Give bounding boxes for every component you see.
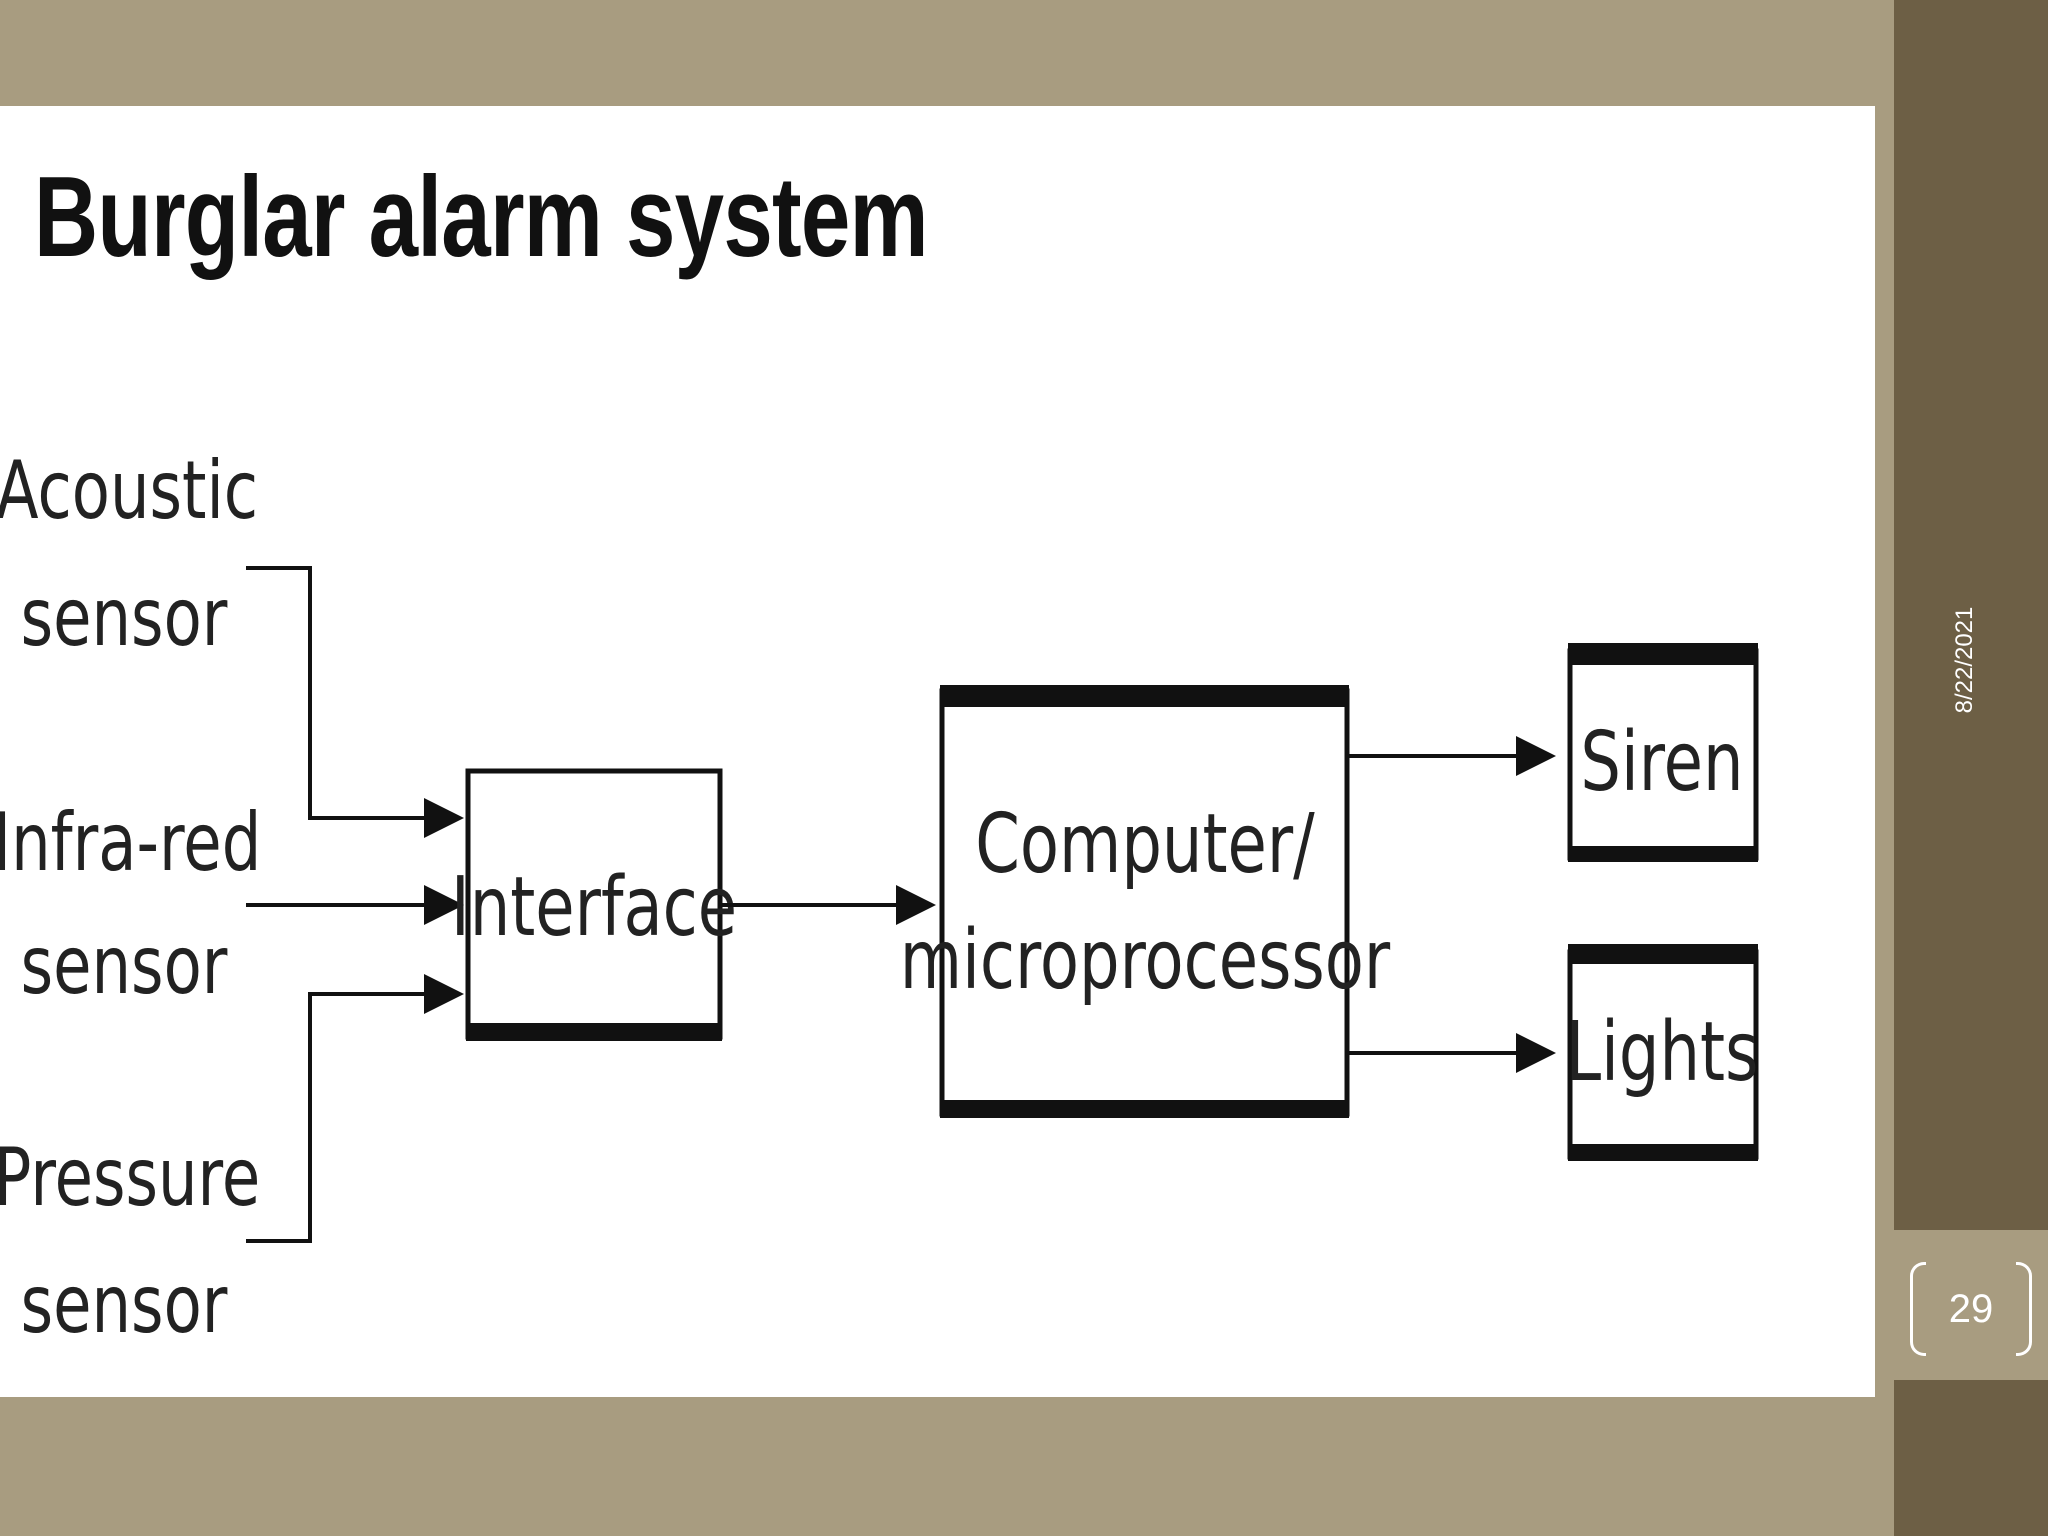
page-number: 29 (1948, 1286, 1994, 1331)
interface-label: Interface (451, 860, 737, 955)
computer-box: Computer/ microprocessor (900, 685, 1391, 1118)
page-number-bracket-right (2016, 1262, 2032, 1356)
interface-box: Interface (451, 768, 737, 1041)
sensor-infrared-label-line2: sensor (21, 918, 228, 1012)
connector-acoustic-to-interface (246, 566, 464, 838)
slide-date-text: 8/22/2021 (1951, 606, 1978, 714)
computer-label-line2: microprocessor (900, 913, 1391, 1008)
siren-box: Siren (1567, 643, 1759, 862)
sensor-infrared: Infra-red sensor (0, 795, 261, 1012)
siren-label: Siren (1580, 715, 1743, 810)
sensor-acoustic-label-line1: Acoustic (0, 443, 258, 537)
slide-content-area (0, 106, 1875, 1397)
sensor-acoustic: Acoustic sensor (0, 443, 258, 664)
sensor-acoustic-label-line2: sensor (21, 570, 228, 664)
page-number-bracket-left (1910, 1262, 1926, 1356)
slide-title: Burglar alarm system (34, 154, 929, 281)
bottom-band (0, 1397, 1894, 1536)
sensor-pressure-label-line2: sensor (21, 1257, 228, 1351)
sensor-infrared-label-line1: Infra-red (0, 795, 261, 889)
connector-pressure-to-interface (246, 974, 464, 1243)
top-band (0, 0, 1894, 106)
sensor-pressure-label-line1: Pressure (0, 1130, 260, 1224)
lights-box: Lights (1566, 944, 1759, 1161)
sensor-pressure: Pressure sensor (0, 1130, 260, 1351)
computer-label-line1: Computer/ (975, 797, 1315, 892)
lights-label: Lights (1566, 1005, 1759, 1100)
